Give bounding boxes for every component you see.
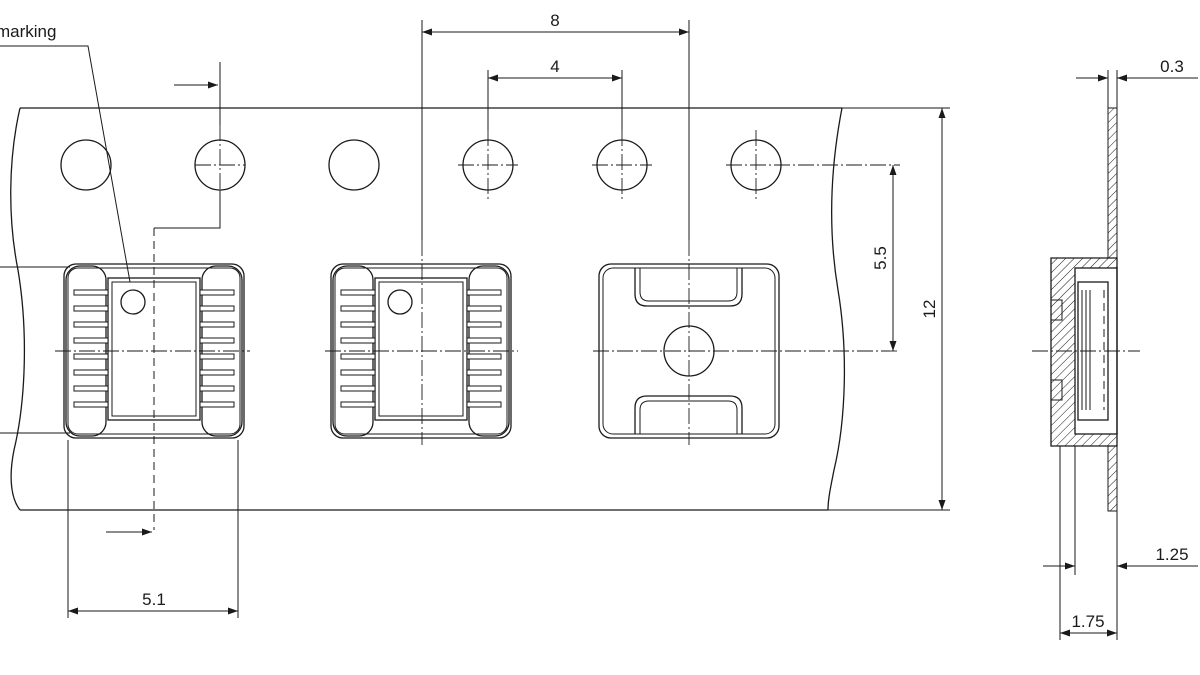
dimension-tape-width-12: 12 [828,107,950,511]
sprocket-hole [60,139,112,191]
component-pins-left [73,289,109,408]
carrier-tape [10,107,846,511]
dimension-label-12: 12 [920,300,939,319]
component-pins-left [340,289,376,408]
dimension-hole-pitch-4: 4 [487,57,623,130]
component-pins-right [466,289,502,408]
dimension-cavity-depth-1-25: 1.25 [1043,446,1198,640]
marking-callout: marking [0,22,131,434]
dimension-pitch-8: 8 [421,11,690,240]
dimension-label-8: 8 [550,11,559,30]
pin1-marking-dot [387,289,413,315]
pocket-with-component-2 [330,263,512,439]
side-section-view [1032,107,1140,512]
tape-left-break [10,107,26,511]
component-pins-right [199,289,235,408]
dimension-label-4: 4 [550,57,559,76]
dimension-thickness-0-3: 0.3 [1076,57,1198,108]
dimension-label-1-75: 1.75 [1071,612,1104,631]
dimension-hole-to-center-5-5: 5.5 [871,165,897,351]
tape-right-break [827,107,846,511]
dimension-label-5-1: 5.1 [142,590,166,609]
sprocket-hole [328,139,380,191]
sprocket-holes [60,125,900,205]
marking-label: marking [0,22,56,41]
dimension-component-width-5-1: 5.1 [67,440,239,618]
centerlines [55,228,900,530]
dimension-total-height-1-75: 1.75 [1059,446,1117,640]
dimension-label-5-5: 5.5 [871,246,890,270]
dimension-label-1-25: 1.25 [1155,545,1188,564]
feed-direction-indicators [106,62,221,536]
dimension-label-0-3: 0.3 [1160,57,1184,76]
pin1-marking-dot [120,289,146,315]
